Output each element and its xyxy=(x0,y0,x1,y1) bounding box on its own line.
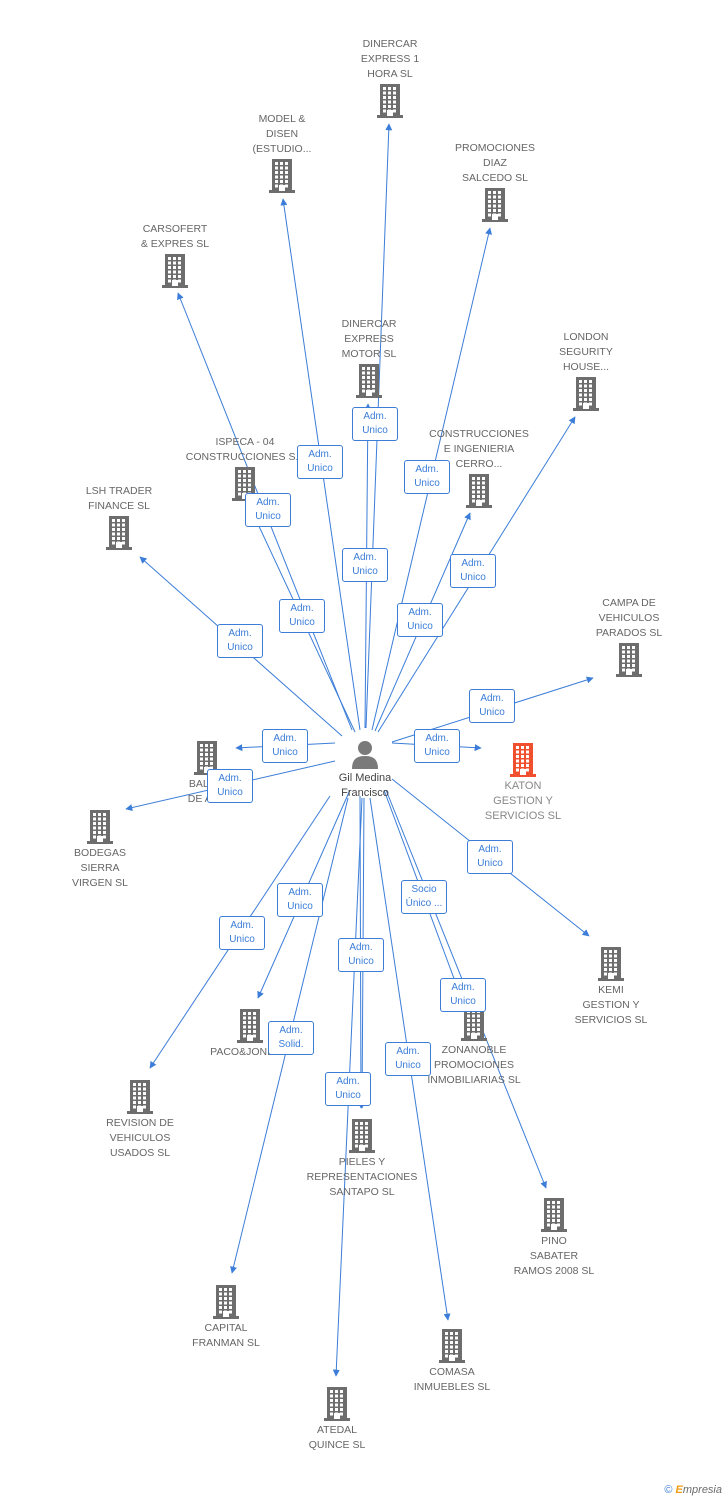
building-icon xyxy=(616,643,642,677)
footer-credit: © Empresia xyxy=(664,1484,722,1496)
building-icon xyxy=(377,84,403,118)
company-label: CARSOFERT& EXPRES SL xyxy=(140,223,210,250)
relation-label-london[interactable]: Adm.Unico xyxy=(450,554,496,588)
relation-label-bodegas[interactable]: Adm.Unico xyxy=(207,769,253,803)
building-icon xyxy=(213,1285,239,1319)
relation-label-ispeca[interactable]: Adm.Unico xyxy=(279,599,325,633)
building-icon xyxy=(269,159,295,193)
relation-label-lsh[interactable]: Adm.Unico xyxy=(217,624,263,658)
building-icon xyxy=(573,377,599,411)
relation-label-capital[interactable]: Adm.Solid. xyxy=(268,1021,314,1055)
relation-label-construcciones[interactable]: Adm.Unico xyxy=(397,603,443,637)
relation-label-katon[interactable]: Adm.Unico xyxy=(414,729,460,763)
relation-label-pieles[interactable]: Adm.Unico xyxy=(325,1072,371,1106)
relation-label-paco[interactable]: Adm.Unico xyxy=(277,883,323,917)
relation-label-pino[interactable]: Adm.Unico xyxy=(440,978,486,1012)
relation-label-comasa[interactable]: Adm.Unico xyxy=(385,1042,431,1076)
relation-label-revision[interactable]: Adm.Unico xyxy=(219,916,265,950)
company-node-model[interactable]: MODEL &DISEN(ESTUDIO... xyxy=(212,112,352,195)
building-icon xyxy=(482,188,508,222)
building-icon xyxy=(439,1329,465,1363)
company-node-carsofert[interactable]: CARSOFERT& EXPRES SL xyxy=(105,222,245,290)
building-icon xyxy=(127,1080,153,1114)
relation-label-balc[interactable]: Adm.Unico xyxy=(262,729,308,763)
copyright-mark: © xyxy=(664,1484,673,1496)
building-icon xyxy=(106,516,132,550)
building-icon xyxy=(162,254,188,288)
building-icon xyxy=(87,810,113,844)
relation-label-pieles[interactable]: Adm.Unico xyxy=(338,938,384,972)
relation-label-dinercar1[interactable]: Adm.Unico xyxy=(352,407,398,441)
building-icon xyxy=(598,947,624,981)
relation-label-dinercarm[interactable]: Adm.Unico xyxy=(342,548,388,582)
relation-label-model[interactable]: Adm.Unico xyxy=(297,445,343,479)
building-icon xyxy=(324,1387,350,1421)
building-icon xyxy=(356,364,382,398)
relation-label-campa[interactable]: Adm.Unico xyxy=(469,689,515,723)
relation-label-kemi[interactable]: Adm.Unico xyxy=(467,840,513,874)
building-icon xyxy=(349,1119,375,1153)
relation-label-carsofert[interactable]: Adm.Unico xyxy=(245,493,291,527)
building-icon xyxy=(461,1007,487,1041)
person-icon xyxy=(352,741,378,769)
relation-label-promociones[interactable]: Adm.Unico xyxy=(404,460,450,494)
company-label: MODEL &DISEN(ESTUDIO... xyxy=(252,113,312,155)
building-icon xyxy=(466,474,492,508)
building-icon xyxy=(541,1198,567,1232)
building-icon xyxy=(237,1009,263,1043)
empresia-logo[interactable]: Empresia xyxy=(675,1484,722,1496)
building-icon xyxy=(510,743,536,777)
